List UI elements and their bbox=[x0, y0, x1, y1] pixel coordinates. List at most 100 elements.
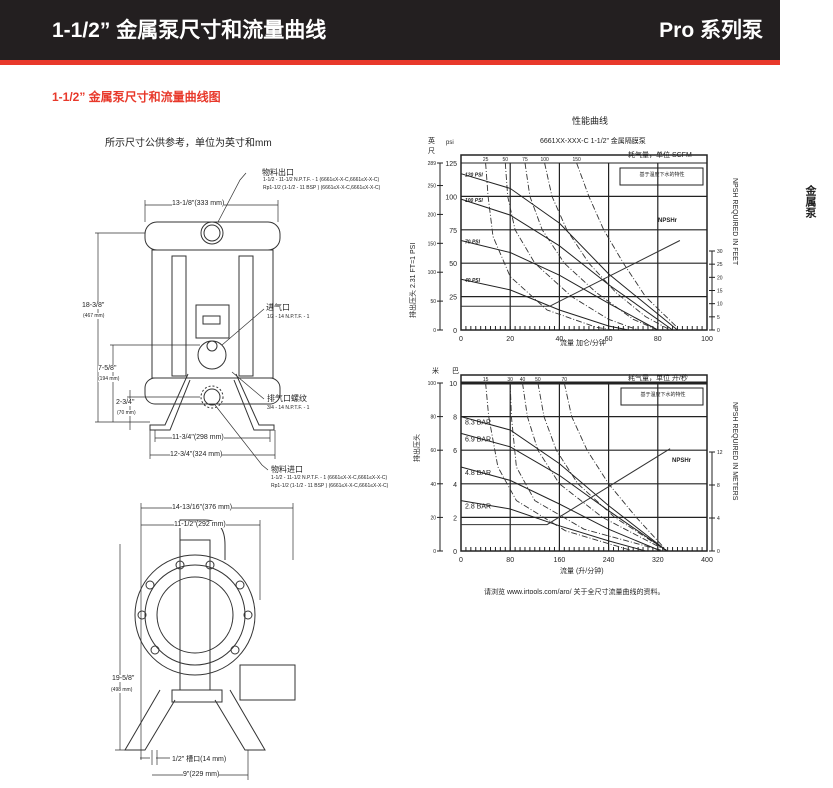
air-curve bbox=[544, 162, 671, 331]
inlet-spec-1: 1-1/2 - 11-1/2 N.P.T.F. - 1 (6661≤X-X-C,… bbox=[271, 475, 388, 481]
y-tick-label: 4 bbox=[453, 482, 457, 489]
secondary-y-tick-label: 40 bbox=[430, 482, 436, 488]
pressure-curve bbox=[460, 432, 668, 552]
drawing-note: 所示尺寸公供参考，单位为英寸和mm bbox=[105, 138, 272, 149]
pressure-curve bbox=[460, 240, 659, 331]
y2-tick-label: 15 bbox=[717, 289, 723, 295]
y2-tick-label: 20 bbox=[717, 275, 723, 281]
exhaust-label: 排气口螺纹 bbox=[267, 394, 307, 403]
npsh-label: NPSHr bbox=[672, 458, 692, 464]
y2-tick-label: 10 bbox=[717, 302, 723, 308]
chart-title: 性能曲线 bbox=[572, 116, 609, 126]
x-tick-label: 60 bbox=[605, 336, 613, 343]
x-tick-label: 100 bbox=[701, 336, 713, 343]
secondary-y-tick-label: 289 bbox=[428, 161, 437, 167]
pressure-curve-label: 100 PSI bbox=[465, 198, 483, 204]
y-tick-label: 6 bbox=[453, 448, 457, 455]
legend-box-frame bbox=[620, 387, 704, 406]
chart1-unit-psi: psi bbox=[446, 140, 454, 146]
x-tick-label: 320 bbox=[652, 557, 664, 564]
air-curve bbox=[576, 162, 681, 331]
dim-width-top: 13-1/8"(333 mm) bbox=[172, 200, 225, 207]
air-curve-label: 15 bbox=[483, 377, 489, 383]
chart2-unit-m: 米 bbox=[432, 368, 439, 375]
chart1-xlabel: 流量 加仑/分钟 bbox=[560, 340, 606, 347]
y-tick-label: 8 bbox=[453, 415, 457, 422]
x-tick-label: 400 bbox=[701, 557, 713, 564]
air-curve bbox=[524, 162, 658, 331]
secondary-y-tick-label: 0 bbox=[433, 549, 436, 555]
air-curve-label: 40 bbox=[520, 377, 526, 383]
air-inlet-label: 进气口 bbox=[266, 303, 290, 312]
pressure-curve-label: 6.9 BAR bbox=[465, 436, 491, 443]
section-title: 1-1/2” 金属泵尺寸和流量曲线图 bbox=[52, 90, 221, 104]
chart2-legend-box: 基于温度下水的特性 bbox=[640, 392, 686, 398]
dim-height-mm: (467 mm) bbox=[83, 313, 105, 319]
pressure-curve-label: 4.8 BAR bbox=[465, 470, 491, 477]
pressure-curve-label: 8.3 BAR bbox=[465, 420, 491, 427]
chart-subtitle: 6661XX-XXX-C 1-1/2” 金属隔膜泵 bbox=[540, 138, 646, 145]
dim-air-height-mm: (194 mm) bbox=[98, 376, 120, 382]
air-curve bbox=[563, 382, 668, 552]
npsh-label: NPSHr bbox=[658, 218, 678, 224]
x-tick-label: 80 bbox=[506, 557, 514, 564]
chart2-unit-bar: 巴 bbox=[452, 368, 459, 375]
pressure-curve bbox=[460, 500, 646, 552]
page-title: 1-1/2” 金属泵尺寸和流量曲线 bbox=[52, 19, 327, 42]
dim-height: 18-3/8" bbox=[82, 302, 105, 309]
legend-box-frame bbox=[619, 167, 704, 186]
secondary-y-tick-label: 200 bbox=[428, 212, 437, 218]
chart2-air-label: 耗气量，单位 升/秒 bbox=[628, 375, 688, 382]
secondary-y-tick-label: 250 bbox=[428, 184, 437, 190]
y-tick-label: 75 bbox=[449, 228, 457, 235]
pressure-curve-label: 40 PSI bbox=[464, 278, 481, 284]
x-tick-label: 20 bbox=[506, 336, 514, 343]
air-curve-label: 150 bbox=[572, 157, 581, 163]
air-curve-label: 70 bbox=[562, 377, 568, 383]
x-tick-label: 40 bbox=[556, 336, 564, 343]
secondary-y-tick-label: 0 bbox=[433, 328, 436, 334]
secondary-y-tick-label: 20 bbox=[430, 515, 436, 521]
npsh-curve bbox=[461, 240, 681, 307]
y-tick-label: 0 bbox=[453, 549, 457, 556]
y-tick-label: 100 bbox=[445, 194, 457, 201]
outlet-label: 物料出口 bbox=[262, 168, 294, 177]
dim-base-outer: 12-3/4"(324 mm) bbox=[170, 451, 223, 458]
chart1-legend-box: 基于温度下水的特性 bbox=[639, 172, 685, 178]
secondary-y-tick-label: 100 bbox=[428, 381, 437, 387]
y-tick-label: 10 bbox=[449, 381, 457, 388]
secondary-y-tick-label: 100 bbox=[428, 270, 437, 276]
air-curve-label: 50 bbox=[502, 157, 508, 163]
x-tick-label: 0 bbox=[459, 336, 463, 343]
y2-tick-label: 0 bbox=[717, 549, 720, 555]
pressure-curve-label: 2.8 BAR bbox=[465, 504, 491, 511]
y2-tick-label: 30 bbox=[717, 249, 723, 255]
front-view bbox=[144, 221, 281, 431]
pressure-curve-label: 120 PSI bbox=[465, 173, 483, 179]
chart2-xlabel: 流量 (升/分钟) bbox=[560, 568, 604, 575]
pressure-curve bbox=[460, 278, 629, 331]
x-tick-label: 80 bbox=[654, 336, 662, 343]
air-curve-label: 100 bbox=[540, 157, 549, 163]
dim-inlet-height-mm: (70 mm) bbox=[117, 410, 136, 416]
x-tick-label: 0 bbox=[459, 557, 463, 564]
dim-side-width: 14-13/16"(376 mm) bbox=[172, 504, 233, 511]
pressure-curve bbox=[460, 173, 678, 331]
series-title: Pro 系列泵 bbox=[659, 19, 763, 42]
air-curve bbox=[485, 382, 634, 552]
chart1-unit-feet: 英尺 bbox=[428, 138, 435, 155]
outlet-spec-1: 1-1/2 - 11-1/2 N.P.T.F. - 1 (6661≤X-X-C,… bbox=[263, 177, 380, 183]
y-tick-label: 125 bbox=[445, 161, 457, 168]
outlet-spec-2: Rp1-1/2 (1-1/2 - 11 BSP ) (6661≤X-X-C,66… bbox=[263, 185, 381, 191]
air-curve bbox=[537, 382, 668, 552]
exhaust-spec: 3/4 - 14 N.P.T.F. - 1 bbox=[267, 405, 310, 411]
pressure-curve-label: 70 PSI bbox=[465, 239, 481, 245]
y-tick-label: 50 bbox=[449, 261, 457, 268]
y-tick-label: 2 bbox=[453, 515, 457, 522]
npsh-curve bbox=[461, 448, 671, 526]
secondary-y-tick-label: 60 bbox=[430, 448, 436, 454]
y2-tick-label: 25 bbox=[717, 262, 723, 268]
dim-side-inner: 11-1/2"(292 mm) bbox=[174, 521, 226, 528]
x-tick-label: 160 bbox=[554, 557, 566, 564]
